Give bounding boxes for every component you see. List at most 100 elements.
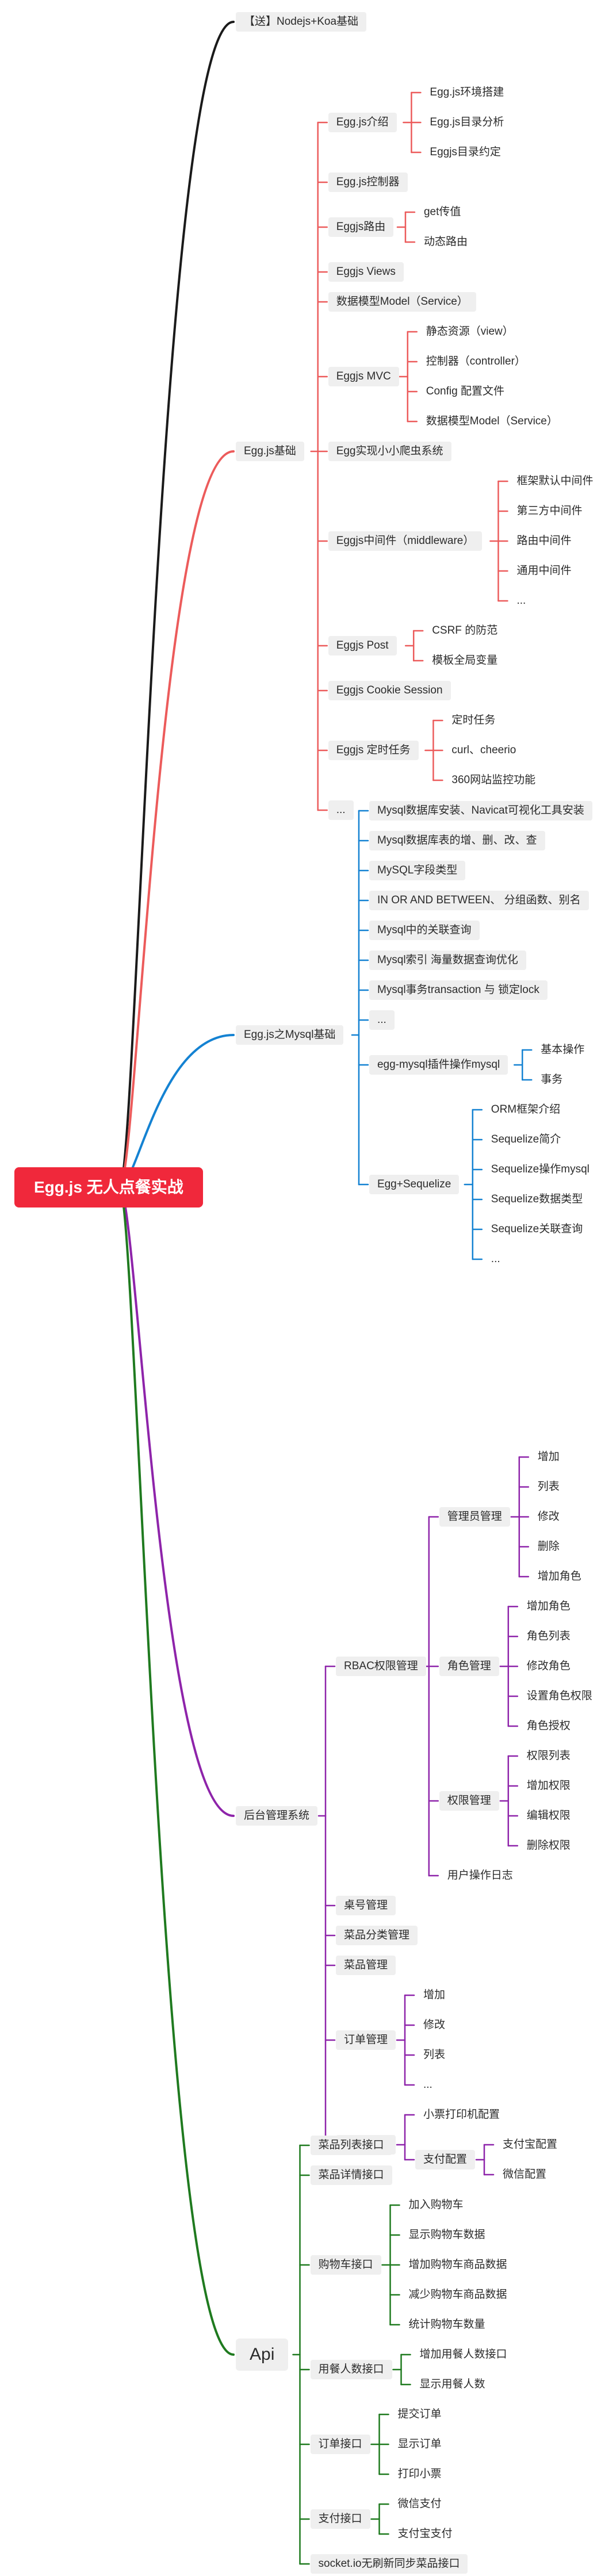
node-0[interactable]: 增加角色 [526, 1600, 571, 1612]
branch-4-item-1[interactable]: 菜品详情接口 [310, 2165, 392, 2185]
node-1[interactable]: 角色管理 [439, 1657, 499, 1676]
node-0[interactable]: 增加 [423, 1989, 446, 2001]
node-0[interactable]: 增加 [537, 1451, 560, 1463]
node-2[interactable]: 增加购物车商品数据 [408, 2259, 507, 2271]
node-3[interactable]: ... [423, 2079, 432, 2091]
branch-1-item-1[interactable]: Egg.js控制器 [328, 172, 408, 192]
node-1[interactable]: 支付宝支付 [397, 2528, 453, 2540]
node-0[interactable]: 提交订单 [397, 2408, 442, 2420]
node-3[interactable]: 删除权限 [526, 1839, 571, 1851]
branch-0[interactable]: 【送】Nodejs+Koa基础 [236, 12, 367, 32]
branch-1[interactable]: Egg.js基础 [236, 442, 304, 461]
node-1[interactable]: 动态路由 [423, 236, 468, 248]
node-2[interactable]: 路由中间件 [516, 535, 572, 547]
node-0[interactable]: 小票打印机配置 [423, 2109, 500, 2121]
node-2[interactable]: 编辑权限 [526, 1810, 571, 1822]
branch-3[interactable]: 后台管理系统 [236, 1806, 318, 1826]
node-2[interactable]: 权限管理 [439, 1791, 499, 1811]
node-2[interactable]: 修改角色 [526, 1660, 571, 1672]
branch-2-item-6[interactable]: Mysql事务transaction 与 锁定lock [369, 980, 548, 1000]
node-0[interactable]: 微信支付 [397, 2498, 442, 2510]
node-0[interactable]: get传值 [423, 206, 461, 218]
node-4[interactable]: Sequelize关联查询 [491, 1223, 583, 1235]
node-2[interactable]: Config 配置文件 [426, 385, 504, 397]
node-1[interactable]: 列表 [537, 1481, 560, 1493]
branch-1-item-6[interactable]: Egg实现小小爬虫系统 [328, 442, 451, 461]
branch-4-item-4[interactable]: 订单接口 [310, 2435, 370, 2454]
node-1[interactable]: 显示订单 [397, 2438, 442, 2450]
node-1[interactable]: Egg.js目录分析 [430, 116, 504, 128]
node-1[interactable]: 修改 [423, 2019, 446, 2031]
node-0[interactable]: 静态资源（view） [426, 325, 514, 338]
branch-1-item-0[interactable]: Egg.js介绍 [328, 113, 397, 132]
branch-4-item-0[interactable]: 菜品列表接口 [310, 2136, 392, 2155]
node-1[interactable]: 显示购物车数据 [408, 2229, 485, 2241]
branch-2-item-0[interactable]: Mysql数据库安装、Navicat可视化工具安装 [369, 801, 592, 821]
branch-3-item-2[interactable]: 菜品分类管理 [336, 1926, 418, 1945]
node-1[interactable]: 增加权限 [526, 1780, 571, 1792]
branch-2-item-4[interactable]: Mysql中的关联查询 [369, 921, 480, 940]
node-1[interactable]: curl、cheerio [451, 744, 516, 756]
branch-2-item-9[interactable]: Egg+Sequelize [369, 1175, 460, 1194]
node-2[interactable]: 打印小票 [397, 2468, 442, 2480]
node-1[interactable]: 事务 [541, 1074, 563, 1086]
node-1[interactable]: Sequelize简介 [491, 1133, 561, 1145]
branch-2-item-1[interactable]: Mysql数据库表的增、删、改、查 [369, 831, 545, 850]
branch-1-item-9[interactable]: Eggjs Cookie Session [328, 681, 451, 700]
branch-1-item-8[interactable]: Eggjs Post [328, 636, 397, 656]
branch-1-item-7[interactable]: Eggjs中间件（middleware） [328, 531, 483, 551]
node-3[interactable]: 减少购物车商品数据 [408, 2288, 507, 2301]
branch-3-item-1[interactable]: 桌号管理 [336, 1896, 396, 1915]
node-0[interactable]: 管理员管理 [439, 1507, 510, 1527]
branch-1-item-3[interactable]: Eggjs Views [328, 262, 404, 282]
branch-2-item-3[interactable]: IN OR AND BETWEEN、 分组函数、别名 [369, 891, 589, 910]
branch-2-item-5[interactable]: Mysql索引 海量数据查询优化 [369, 950, 526, 970]
node-1[interactable]: 控制器（controller） [426, 355, 526, 367]
branch-2[interactable]: Egg.js之Mysql基础 [236, 1025, 344, 1045]
node-2[interactable]: Sequelize操作mysql [491, 1163, 589, 1175]
node-0[interactable]: 基本操作 [541, 1044, 585, 1056]
node-1[interactable]: 第三方中间件 [516, 505, 583, 517]
root-node[interactable]: Egg.js 无人点餐实战 [14, 1167, 203, 1208]
node-0[interactable]: 定时任务 [451, 714, 496, 726]
branch-3-item-4[interactable]: 订单管理 [336, 2030, 396, 2050]
branch-1-item-4[interactable]: 数据模型Model（Service） [328, 292, 476, 312]
branch-1-item-11[interactable]: ... [328, 800, 354, 820]
node-0[interactable]: Egg.js环境搭建 [430, 86, 504, 98]
node-1[interactable]: 模板全局变量 [432, 654, 498, 666]
branch-1-item-10[interactable]: Eggjs 定时任务 [328, 741, 419, 760]
node-3[interactable]: Sequelize数据类型 [491, 1193, 583, 1205]
branch-4-item-3[interactable]: 用餐人数接口 [310, 2360, 392, 2379]
branch-1-item-5[interactable]: Eggjs MVC [328, 367, 399, 386]
node-3[interactable]: 数据模型Model（Service） [426, 415, 558, 427]
node-2[interactable]: 360网站监控功能 [451, 774, 536, 786]
node-1[interactable]: 微信配置 [503, 2168, 547, 2180]
node-1[interactable]: 支付配置 [415, 2150, 476, 2169]
branch-4-item-6[interactable]: socket.io无刷新同步菜品接口 [310, 2554, 468, 2574]
node-0[interactable]: 权限列表 [526, 1750, 571, 1762]
node-5[interactable]: ... [491, 1253, 500, 1265]
node-0[interactable]: 框架默认中间件 [516, 475, 594, 487]
node-3[interactable]: 删除 [537, 1540, 560, 1552]
node-0[interactable]: ORM框架介绍 [491, 1103, 561, 1116]
node-4[interactable]: 角色授权 [526, 1720, 571, 1732]
branch-1-item-2[interactable]: Eggjs路由 [328, 217, 394, 237]
branch-3-item-3[interactable]: 菜品管理 [336, 1956, 396, 1975]
branch-4-item-5[interactable]: 支付接口 [310, 2509, 370, 2529]
branch-2-item-2[interactable]: MySQL字段类型 [369, 861, 466, 880]
node-2[interactable]: 修改 [537, 1511, 560, 1523]
branch-2-item-7[interactable]: ... [369, 1010, 395, 1030]
node-0[interactable]: 加入购物车 [408, 2199, 464, 2211]
node-3[interactable]: 用户操作日志 [447, 1869, 513, 1881]
node-4[interactable]: 增加角色 [537, 1570, 581, 1582]
node-4[interactable]: ... [516, 595, 526, 607]
node-4[interactable]: 统计购物车数量 [408, 2318, 485, 2330]
node-0[interactable]: 增加用餐人数接口 [419, 2348, 507, 2360]
node-2[interactable]: Eggjs目录约定 [430, 146, 501, 158]
node-0[interactable]: 支付宝配置 [503, 2138, 558, 2150]
node-0[interactable]: CSRF 的防范 [432, 624, 498, 637]
branch-4[interactable]: Api [236, 2339, 289, 2371]
node-1[interactable]: 角色列表 [526, 1630, 571, 1642]
node-2[interactable]: 列表 [423, 2049, 446, 2061]
node-1[interactable]: 显示用餐人数 [419, 2378, 485, 2390]
